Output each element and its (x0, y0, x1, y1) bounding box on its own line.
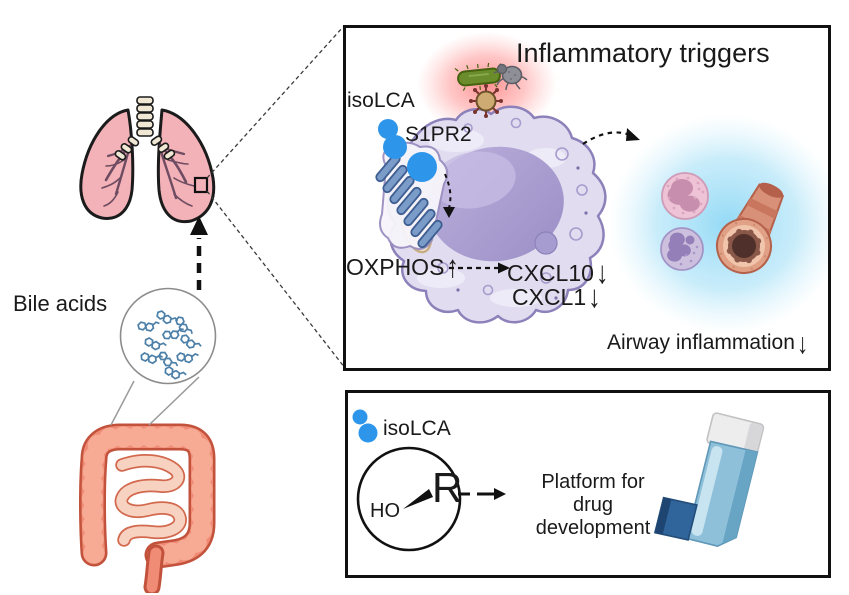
airway-icon (716, 182, 785, 274)
wedge-bond (403, 489, 433, 509)
cxcl10-row: CXCL10↓ (507, 256, 608, 289)
airway-inflammation-label: Airway inflammation (607, 331, 795, 355)
inflammation-panel: Inflammatory triggers isoLCA S1PR2 OXPHO… (343, 25, 831, 371)
intestine-icon (79, 423, 216, 593)
isolca-label: isoLCA (383, 417, 451, 440)
receptor-to-mito-arrow (443, 173, 455, 218)
oxphos-row: OXPHOS↑ (346, 250, 459, 283)
dust-mite-icon (493, 63, 528, 91)
eosinophil-icon (661, 172, 709, 220)
blue-glow (609, 114, 828, 334)
macrophage-icon (386, 105, 607, 324)
isolca-molecule-icon (378, 119, 437, 182)
callout-line-bottom (206, 190, 346, 369)
down-arrow-icon: ↓ (796, 326, 809, 360)
drug-platform-panel: isoLCA HO R Platform for drug developmen… (345, 390, 831, 578)
platform-line-2: drug (572, 494, 614, 516)
oxphos-to-cxcl-arrow (449, 262, 510, 274)
lungs-icon (79, 96, 216, 224)
cxcl1-row: CXCL1↓ (512, 280, 601, 313)
inflammation-title: Inflammatory triggers (516, 38, 770, 68)
virus-icon (469, 84, 503, 118)
down-arrow-icon: ↓ (595, 255, 609, 291)
inhaler-icon (653, 412, 765, 548)
r-group-label: R (432, 464, 463, 511)
airway-inflammation-row: Airway inflammation↓ (607, 326, 809, 360)
magnifier-circle-icon (119, 287, 217, 385)
platform-line-3: development (535, 517, 651, 539)
platform-text: Platform for drug development (526, 471, 660, 540)
cxcl10-label: CXCL10 (507, 260, 594, 287)
chemical-scaffold-icon (356, 446, 462, 552)
down-arrow-icon: ↓ (588, 279, 601, 315)
cell-to-airway-arrow (582, 128, 640, 145)
isolca-molecule-icon (352, 409, 378, 443)
hydroxyl-label: HO (370, 500, 400, 522)
up-arrow-icon: ↑ (446, 249, 459, 285)
isolca-label: isoLCA (347, 89, 415, 112)
inflammation-art (375, 32, 828, 334)
bile-acids-label: Bile acids (13, 291, 108, 316)
right-arrow-icon (477, 488, 506, 500)
platform-line-1: Platform for (541, 471, 645, 493)
bacterium-icon (454, 62, 502, 91)
callout-line-top (206, 26, 344, 179)
oxphos-label: OXPHOS (346, 254, 445, 281)
cxcl1-label: CXCL1 (512, 284, 587, 311)
granule-dots (456, 166, 588, 300)
neutrophil-icon (660, 227, 704, 271)
drug-art (352, 409, 765, 552)
s1pr2-label: S1PR2 (405, 123, 472, 146)
